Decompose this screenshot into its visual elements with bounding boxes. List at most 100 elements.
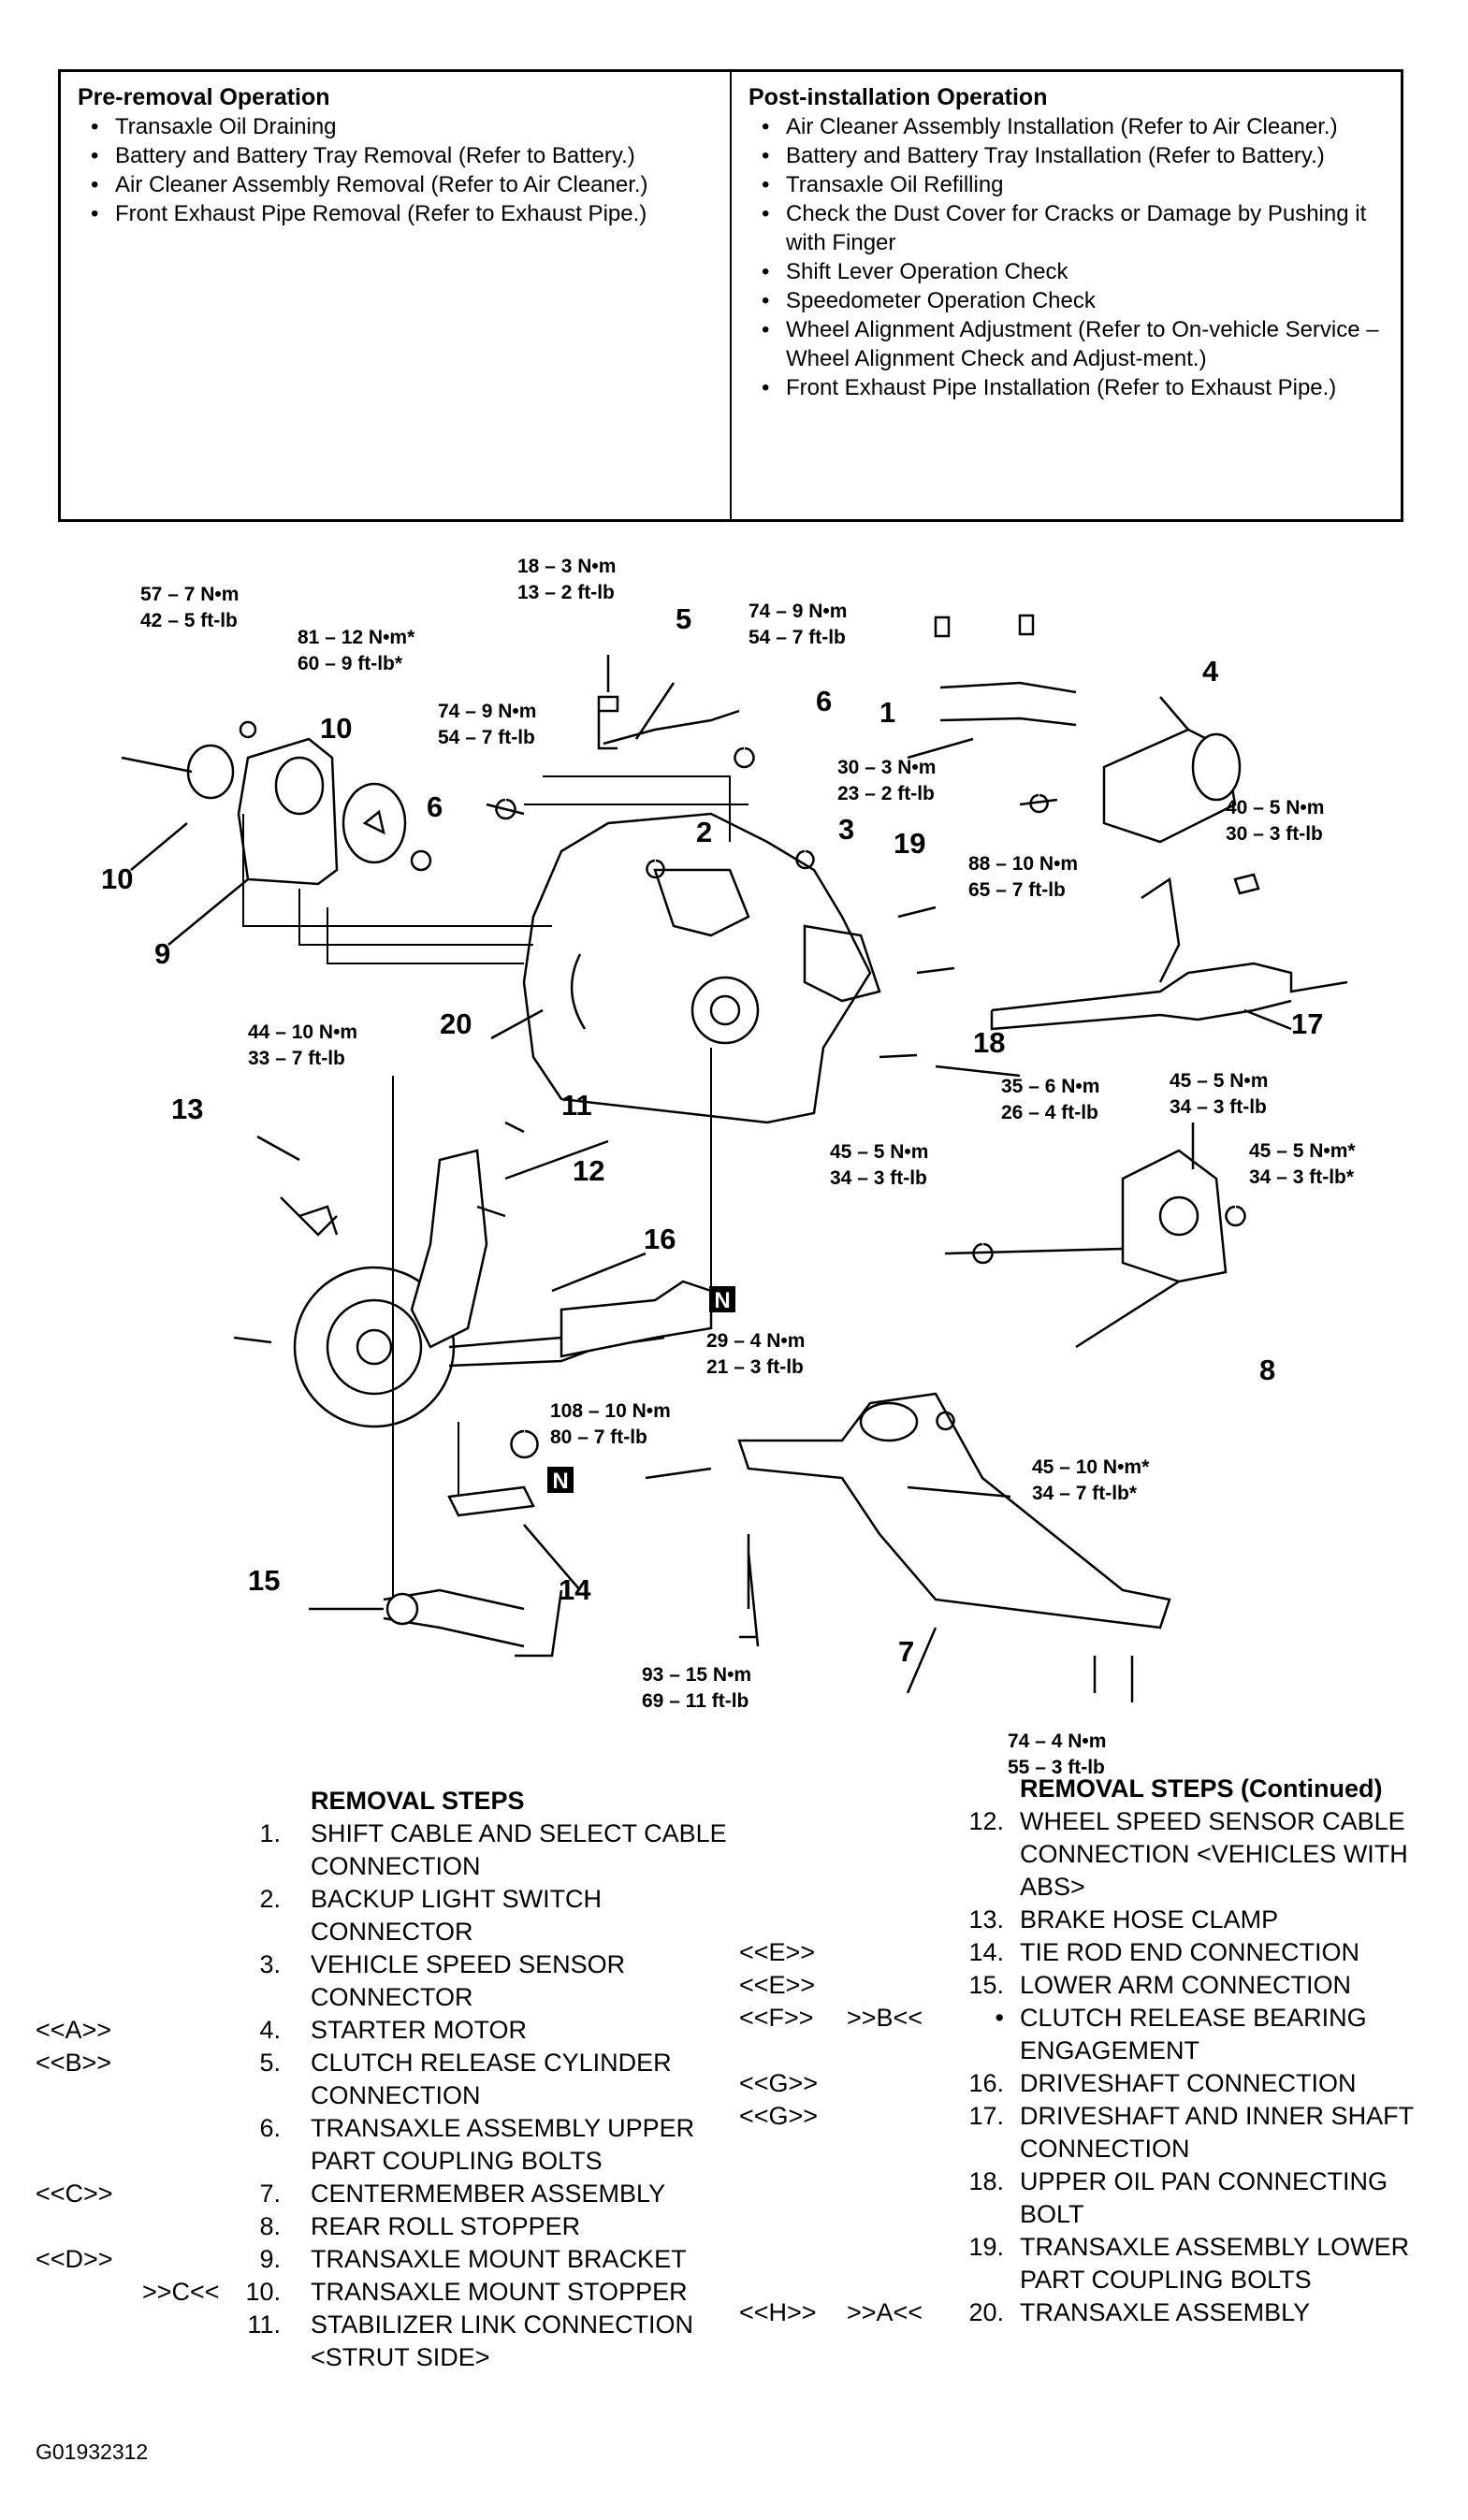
step-text: STABILIZER LINK CONNECTION <STRUT SIDE> <box>311 2310 694 2371</box>
step-row: 19.TRANSAXLE ASSEMBLY LOWER PART COUPLIN… <box>739 2231 1460 2296</box>
torque-label: 29 – 4 N•m <box>706 1330 805 1352</box>
step-ref: >>C<< <box>142 2278 220 2306</box>
torque-label: 45 – 5 N•m* <box>1249 1140 1356 1162</box>
step-row: <<F>> >>B<< • CLUTCH RELEASE BEARING ENGAGE… <box>739 2002 1460 2067</box>
torque-label: 40 – 5 N•m <box>1226 797 1324 818</box>
torque-label: 69 – 11 ft-lb <box>642 1690 749 1712</box>
post-installation-list: Air Cleaner Assembly Installation (Refer… <box>749 112 1384 402</box>
n-marker: N <box>709 1286 735 1313</box>
torque-label: 34 – 7 ft-lb* <box>1032 1483 1138 1504</box>
torque-label: 80 – 7 ft-lb <box>550 1427 647 1448</box>
step-number: 4. <box>259 2016 281 2044</box>
step-text: CLUTCH RELEASE CYLINDER CONNECTION <box>311 2049 672 2109</box>
list-item: Air Cleaner Assembly Removal (Refer to A… <box>91 170 713 199</box>
step-text: DRIVESHAFT AND INNER SHAFT CONNECTION <box>1020 2102 1414 2163</box>
step-number: • <box>995 2004 1004 2032</box>
step-ref: <<E>> <box>739 1938 816 1966</box>
step-row: <<G>> 16. DRIVESHAFT CONNECTION <box>739 2067 1460 2100</box>
torque-label: 93 – 15 N•m <box>642 1664 751 1686</box>
post-installation-column: Post-installation Operation Air Cleaner … <box>730 72 1401 519</box>
step-text: SHIFT CABLE AND SELECT CABLE CONNECTION <box>311 1819 727 1880</box>
step-text: TRANSAXLE ASSEMBLY <box>1020 2298 1311 2326</box>
list-item: Front Exhaust Pipe Removal (Refer to Exh… <box>91 199 713 228</box>
step-text: CLUTCH RELEASE BEARING ENGAGEMENT <box>1020 2004 1367 2064</box>
callout-number: 8 <box>1259 1354 1275 1386</box>
torque-label: 60 – 9 ft-lb* <box>298 653 403 674</box>
callout-number: 10 <box>320 712 352 745</box>
step-ref: <<D>> <box>36 2245 113 2273</box>
step-text: CENTERMEMBER ASSEMBLY <box>311 2180 666 2208</box>
step-row: 18. UPPER OIL PAN CONNECTING BOLT <box>739 2165 1460 2231</box>
removal-steps-continued-list: 12.WHEEL SPEED SENSOR CABLE CONNECTION <… <box>739 1805 1460 2329</box>
step-text: UPPER OIL PAN CONNECTING BOLT <box>1020 2167 1388 2228</box>
removal-steps-list: 1. SHIFT CABLE AND SELECT CABLE CONNECTIO… <box>28 1818 739 2374</box>
step-text: DRIVESHAFT CONNECTION <box>1020 2069 1357 2097</box>
callout-number: 15 <box>248 1564 280 1597</box>
torque-label: 34 – 3 ft-lb <box>830 1167 927 1189</box>
callout-number: 17 <box>1291 1007 1323 1040</box>
callout-number: 4 <box>1202 655 1219 688</box>
list-item: Speedometer Operation Check <box>762 286 1384 315</box>
step-ref-secondary: >>B<< <box>847 2004 923 2032</box>
list-item: Battery and Battery Tray Removal (Refer … <box>91 141 713 170</box>
step-ref: <<A>> <box>36 2016 112 2044</box>
inner-driveshaft <box>560 1280 713 1358</box>
step-row: <<G>> 17. DRIVESHAFT AND INNER SHAFT CONNE… <box>739 2100 1460 2165</box>
torque-label: 30 – 3 ft-lb <box>1226 823 1323 845</box>
callout-number: 9 <box>154 937 170 970</box>
step-ref: <<C>> <box>36 2180 113 2208</box>
pre-removal-list: Transaxle Oil Draining Battery and Batte… <box>78 112 713 228</box>
step-text: BACKUP LIGHT SWITCH CONNECTOR <box>311 1885 603 1946</box>
callout-number: 18 <box>973 1026 1005 1059</box>
callout-number: 12 <box>573 1154 604 1187</box>
step-number: 5. <box>259 2049 281 2077</box>
step-row: <<D>>9.TRANSAXLE MOUNT BRACKET <box>28 2243 739 2276</box>
step-row: <<H>>>>A<<20.TRANSAXLE ASSEMBLY <box>739 2296 1460 2329</box>
step-number: 20. <box>968 2298 1004 2326</box>
operations-table: Pre-removal Operation Transaxle Oil Drai… <box>58 69 1403 522</box>
torque-label: 45 – 5 N•m <box>830 1141 928 1163</box>
step-ref: <<G>> <box>739 2069 819 2097</box>
callout-number: 1 <box>879 696 895 729</box>
step-number: 10. <box>245 2278 281 2306</box>
step-row: 8.REAR ROLL STOPPER <box>28 2210 739 2243</box>
n-marker-label: N <box>714 1288 730 1313</box>
step-row: <<C>>7.CENTERMEMBER ASSEMBLY <box>28 2178 739 2210</box>
list-item: Transaxle Oil Draining <box>91 112 713 141</box>
torque-label: 88 – 10 N•m <box>968 853 1078 875</box>
removal-steps-continued: REMOVAL STEPS (Continued) 12.WHEEL SPEED… <box>739 1773 1460 2329</box>
step-ref: <<F>> <box>739 2004 814 2032</box>
step-number: 3. <box>259 1950 281 1978</box>
step-number: 9. <box>259 2245 281 2273</box>
step-number: 19. <box>968 2233 1004 2261</box>
torque-label: 21 – 3 ft-lb <box>706 1356 804 1378</box>
step-number: 13. <box>968 1905 1004 1933</box>
torque-label: 45 – 10 N•m* <box>1032 1456 1150 1478</box>
callout-number: 6 <box>816 685 832 717</box>
driveshaft <box>990 962 1348 1031</box>
step-ref: <<G>> <box>739 2102 819 2130</box>
step-row: <<A>>4.STARTER MOTOR <box>28 2014 739 2047</box>
torque-label: 26 – 4 ft-lb <box>1001 1102 1098 1123</box>
removal-steps-continued-title: REMOVAL STEPS (Continued) <box>1020 1774 1383 1803</box>
list-item: Shift Lever Operation Check <box>762 257 1384 286</box>
callout-number: 7 <box>898 1635 914 1668</box>
torque-label: 45 – 5 N•m <box>1170 1070 1268 1092</box>
callout-number: 5 <box>676 602 691 635</box>
torque-label: 18 – 3 N•m <box>517 556 616 577</box>
step-text: TRANSAXLE ASSEMBLY UPPER PART COUPLING B… <box>311 2114 695 2175</box>
torque-label: 30 – 3 N•m <box>837 757 936 778</box>
step-row: 12.WHEEL SPEED SENSOR CABLE CONNECTION <… <box>739 1805 1460 1904</box>
step-row: >>C<<10.TRANSAXLE MOUNT STOPPER <box>28 2276 739 2309</box>
step-number: 1. <box>259 1819 281 1847</box>
step-number: 16. <box>968 2069 1004 2097</box>
step-number: 18. <box>968 2167 1004 2195</box>
centermember <box>737 1392 1171 1629</box>
step-row: 11.STABILIZER LINK CONNECTION <STRUT SID… <box>28 2309 739 2374</box>
step-number: 8. <box>259 2212 281 2240</box>
step-ref-secondary: >>A<< <box>847 2298 923 2326</box>
step-number: 17. <box>968 2102 1004 2130</box>
list-item: Wheel Alignment Adjustment (Refer to On-… <box>762 315 1384 373</box>
step-row: 6.TRANSAXLE ASSEMBLY UPPER PART COUPLING… <box>28 2112 739 2178</box>
torque-label: 65 – 7 ft-lb <box>968 879 1066 901</box>
